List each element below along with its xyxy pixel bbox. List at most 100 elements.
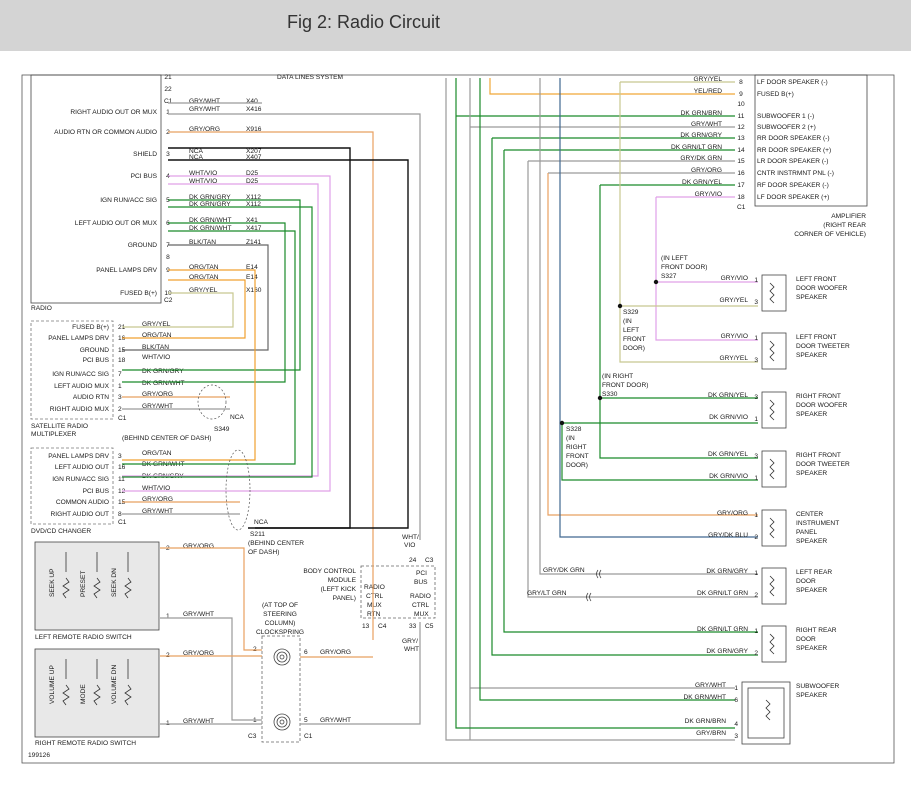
sub-pin-1: 1 (734, 685, 738, 692)
cs-pin-6: 6 (304, 649, 308, 656)
speaker-wire-top-6: DK GRN/LT GRN (697, 626, 748, 633)
s327-label: S327 (661, 273, 677, 280)
clockspring-coil-bottom (273, 713, 291, 731)
speaker-pin-bot-1: 3 (754, 357, 758, 364)
bcm-mux-3: MUX (414, 611, 429, 618)
sat-pin-16: 16 (118, 335, 126, 342)
dvd-wire-color-15: GRY/ORG (142, 496, 173, 503)
s329-note-4: DOOR) (623, 345, 645, 352)
s329-note-1: (IN (623, 318, 632, 325)
dvd-c1: C1 (118, 519, 127, 526)
trunk-dkgrn-sub (455, 116, 735, 729)
speaker-wire-top-0: GRY/VIO (721, 275, 748, 282)
splice-dot-2 (597, 395, 603, 401)
speaker-pin-top-6: 1 (754, 628, 758, 635)
radio-pin-label-5: IGN RUN/ACC SIG (100, 197, 157, 204)
satellite-label-2: MULTIPLEXER (31, 431, 77, 438)
amp-pin-8: 8 (739, 79, 743, 86)
trunk-446 (445, 78, 735, 741)
speaker-wire-top-3: DK GRN/YEL (708, 451, 748, 458)
amp-pin-9: 9 (739, 91, 743, 98)
s328-note-4: DOOR) (566, 462, 588, 469)
amp-label-3: CORNER OF VEHICLE) (794, 231, 866, 238)
speaker-box-5 (761, 567, 787, 605)
dvd-label: DVD/CD CHANGER (31, 528, 91, 535)
s330-note-2: FRONT DOOR) (602, 382, 648, 389)
wire-x160 (122, 292, 234, 328)
radio-wire-circuit-7: Z141 (246, 239, 261, 246)
s328-note-2: RIGHT (566, 444, 587, 451)
radio-pin-label-9: PANEL LAMPS DRV (96, 267, 157, 274)
splice-dot-0 (653, 279, 659, 285)
radio-wire-color-3: NCA (189, 148, 204, 155)
satellite-c1: C1 (118, 415, 127, 422)
amp-pin-label-9: FUSED B(+) (757, 91, 794, 98)
wire-x112 (122, 199, 301, 371)
clockspring: (AT TOP OF STEERING COLUMN) CLOCKSPRING … (248, 602, 351, 743)
wire-amp-fused (489, 78, 735, 95)
amp-pin-16: 16 (737, 170, 745, 177)
amp-pin-12: 12 (737, 124, 745, 131)
wires (122, 78, 758, 741)
amp-pin-17: 17 (737, 182, 745, 189)
radio-cont-color-0: NCA (189, 154, 204, 161)
bcm-rtn-2: CTRL (366, 593, 384, 600)
bcm-wire-bot-1: GRY/ (402, 638, 418, 645)
amp-pin-15: 15 (737, 158, 745, 165)
bcm-label-2: MODULE (328, 577, 357, 584)
lsw-btn-2: SEEK DN (111, 568, 118, 597)
sat-wire-color-16: ORG/TAN (142, 332, 172, 339)
sat-pin-3: 3 (118, 394, 122, 401)
speaker-wire-bot-0: GRY/YEL (720, 297, 749, 304)
dvd-pin-12: 12 (118, 488, 126, 495)
sub-name-2: SPEAKER (796, 692, 827, 699)
radio-cont-circuit-2: X112 (246, 201, 261, 208)
speaker-name-1-5: LEFT REAR (796, 569, 832, 576)
amp-wire-color-15: GRY/DK GRN (680, 155, 722, 162)
speaker-box-0 (761, 274, 787, 312)
bcm-wire-top-2: VIO (404, 542, 415, 549)
wire-rf-vio-tw (561, 423, 758, 481)
radio-wire-color-6: DK GRN/WHT (189, 217, 232, 224)
s329-note-2: LEFT (623, 327, 639, 334)
wire-lf-yel-tw (619, 82, 758, 363)
sub-name-1: SUBWOOFER (796, 683, 839, 690)
speaker-left-wire-top-5: GRY/DK GRN (543, 567, 585, 574)
bcm-wire-top-1: WHT/ (402, 534, 419, 541)
s328-label: S328 (566, 426, 582, 433)
s211-note-1: (BEHIND CENTER (248, 540, 304, 547)
wire-e14-b (122, 279, 246, 339)
lsw-pin-1-color: GRY/WHT (183, 611, 214, 618)
speaker-pin-top-1: 1 (754, 335, 758, 342)
s211-shield-ellipse (225, 449, 251, 531)
speaker-box-6 (761, 625, 787, 663)
speaker-name-3-6: SPEAKER (796, 645, 827, 652)
lsw-btn-0: SEEK UP (49, 568, 56, 597)
speaker-coil-6 (769, 633, 775, 655)
bcm-label-1: BODY CONTROL (303, 568, 356, 575)
radio-c1: C1 (164, 98, 173, 105)
radio-wire-x40-circuit: X40 (246, 98, 258, 105)
wire-x41 (122, 222, 286, 383)
amp-pin-11: 11 (738, 113, 745, 120)
radio-wire-circuit-10: X160 (246, 287, 262, 294)
speaker-name-1-2: RIGHT FRONT (796, 393, 841, 400)
sat-pin-label-16: PANEL LAMPS DRV (48, 335, 109, 342)
sub-pin-4: 4 (734, 721, 738, 728)
dvd-pin-16: 16 (118, 464, 126, 471)
speaker-wire-top-2: DK GRN/YEL (708, 392, 748, 399)
speaker-wire-top-4: GRY/ORG (717, 510, 748, 517)
cs-c1: C1 (304, 733, 313, 740)
radio-pin-21: 21 (164, 74, 172, 81)
sub-pin-6: 6 (734, 697, 738, 704)
radio-wire-color-2: GRY/ORG (189, 126, 220, 133)
lsw-resistor-0 (62, 577, 70, 599)
bcm-pin-33: 33 (409, 623, 417, 630)
radio-wire-color-10: GRY/YEL (189, 287, 218, 294)
s349-shield-ellipse (197, 384, 227, 420)
amp-pin-label-16: CNTR INSTRMNT PNL (-) (757, 170, 834, 177)
amp-pin-label-15: LR DOOR SPEAKER (-) (757, 158, 828, 165)
speaker-wire-bot-6: DK GRN/GRY (706, 648, 748, 655)
